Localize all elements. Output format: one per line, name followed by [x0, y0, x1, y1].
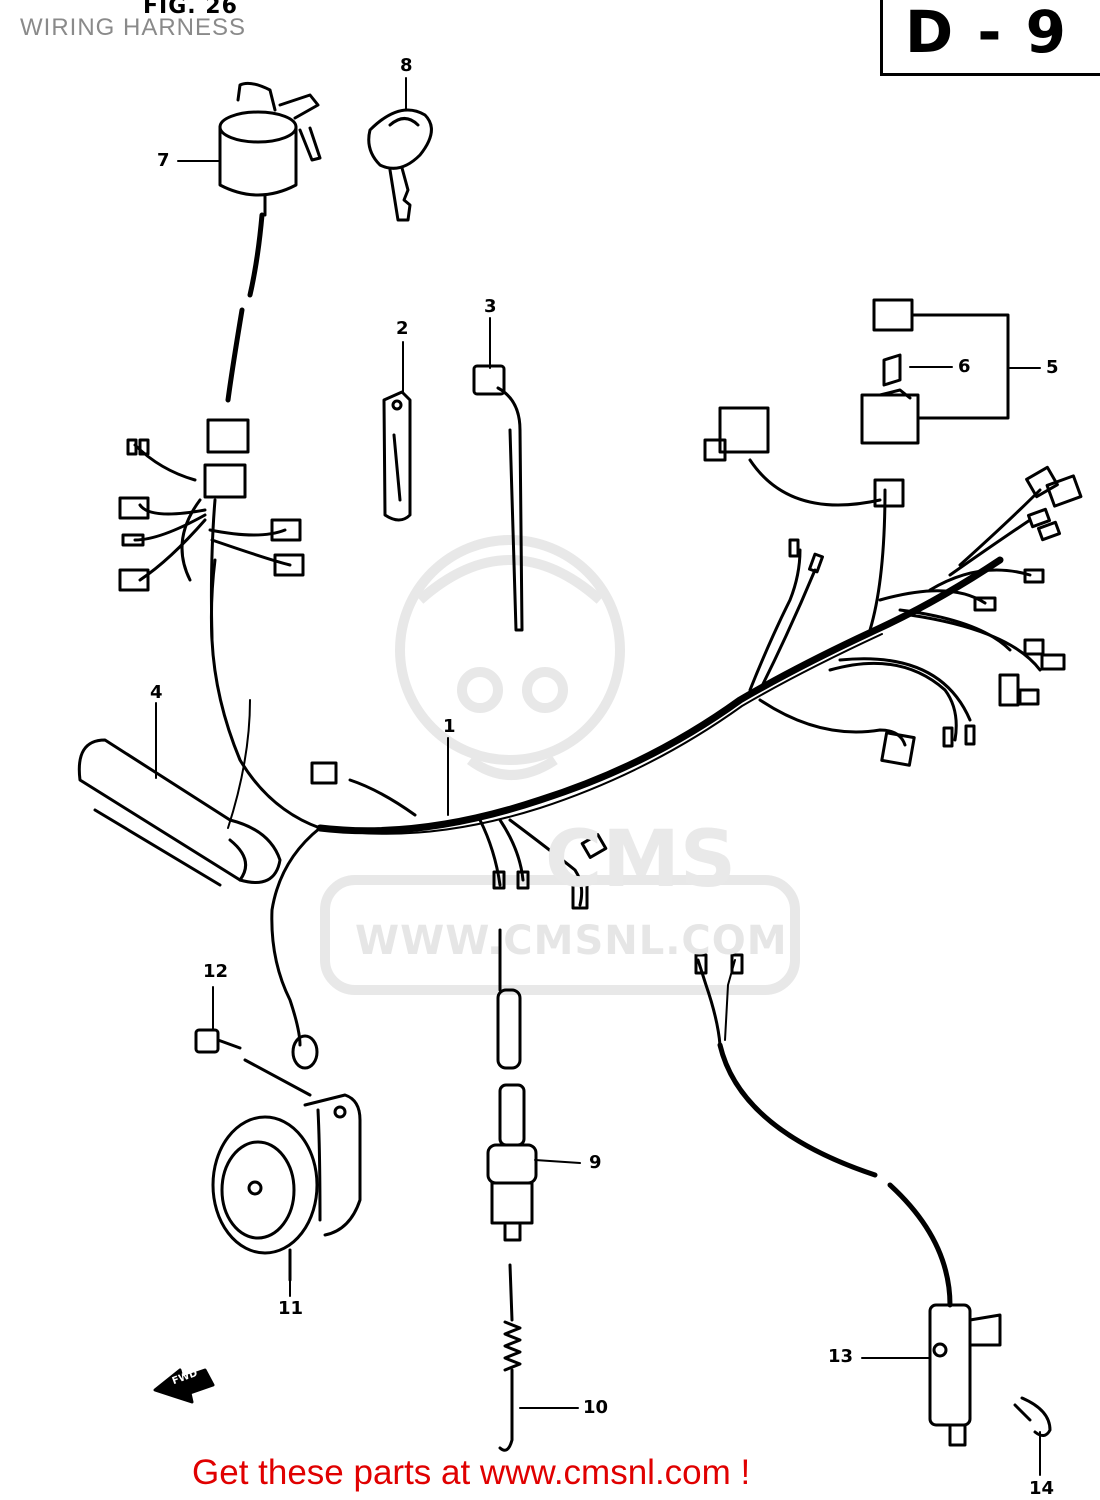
cable-tie — [472, 364, 524, 632]
callout-12[interactable]: 12 — [203, 961, 229, 982]
callout-7[interactable]: 7 — [157, 150, 170, 171]
callout-11[interactable]: 11 — [278, 1298, 304, 1319]
relay-assembly — [703, 298, 1010, 508]
harness-cover — [77, 738, 282, 887]
callout-9[interactable]: 9 — [589, 1152, 602, 1173]
callout-14[interactable]: 14 — [1029, 1478, 1055, 1499]
page-code: D - 9 — [905, 0, 1068, 66]
watermark-mascot — [320, 535, 800, 995]
rear-brake-switch — [694, 953, 1052, 1447]
callout-5[interactable]: 5 — [1046, 357, 1059, 378]
watermark-brand: CMS — [545, 815, 737, 905]
brake-switch-spring — [498, 1263, 522, 1452]
page-code-box — [880, 0, 1100, 76]
callout-leaders — [155, 77, 1041, 1476]
callout-4[interactable]: 4 — [150, 682, 163, 703]
watermark-url: WWW.CMSNL.COM — [355, 918, 788, 964]
left-branch-connectors — [118, 438, 305, 592]
figure-number: FIG. 26 — [143, 0, 238, 19]
clamp — [382, 390, 412, 522]
callout-10[interactable]: 10 — [583, 1397, 609, 1418]
brake-light-switch — [486, 928, 538, 1242]
callout-13[interactable]: 13 — [828, 1346, 854, 1367]
callout-6[interactable]: 6 — [958, 356, 971, 377]
horn — [211, 1034, 362, 1282]
callout-2[interactable]: 2 — [396, 318, 409, 339]
callout-3[interactable]: 3 — [484, 296, 497, 317]
ignition-key — [367, 108, 433, 222]
callout-1[interactable]: 1 — [443, 716, 456, 737]
horn-bolt — [194, 1028, 312, 1097]
footer-link[interactable]: Get these parts at www.cmsnl.com ! — [192, 1453, 751, 1492]
callout-8[interactable]: 8 — [400, 55, 413, 76]
ignition-switch — [203, 81, 322, 642]
forward-arrow-shape — [153, 1368, 215, 1404]
page-title: WIRING HARNESS — [20, 14, 247, 41]
